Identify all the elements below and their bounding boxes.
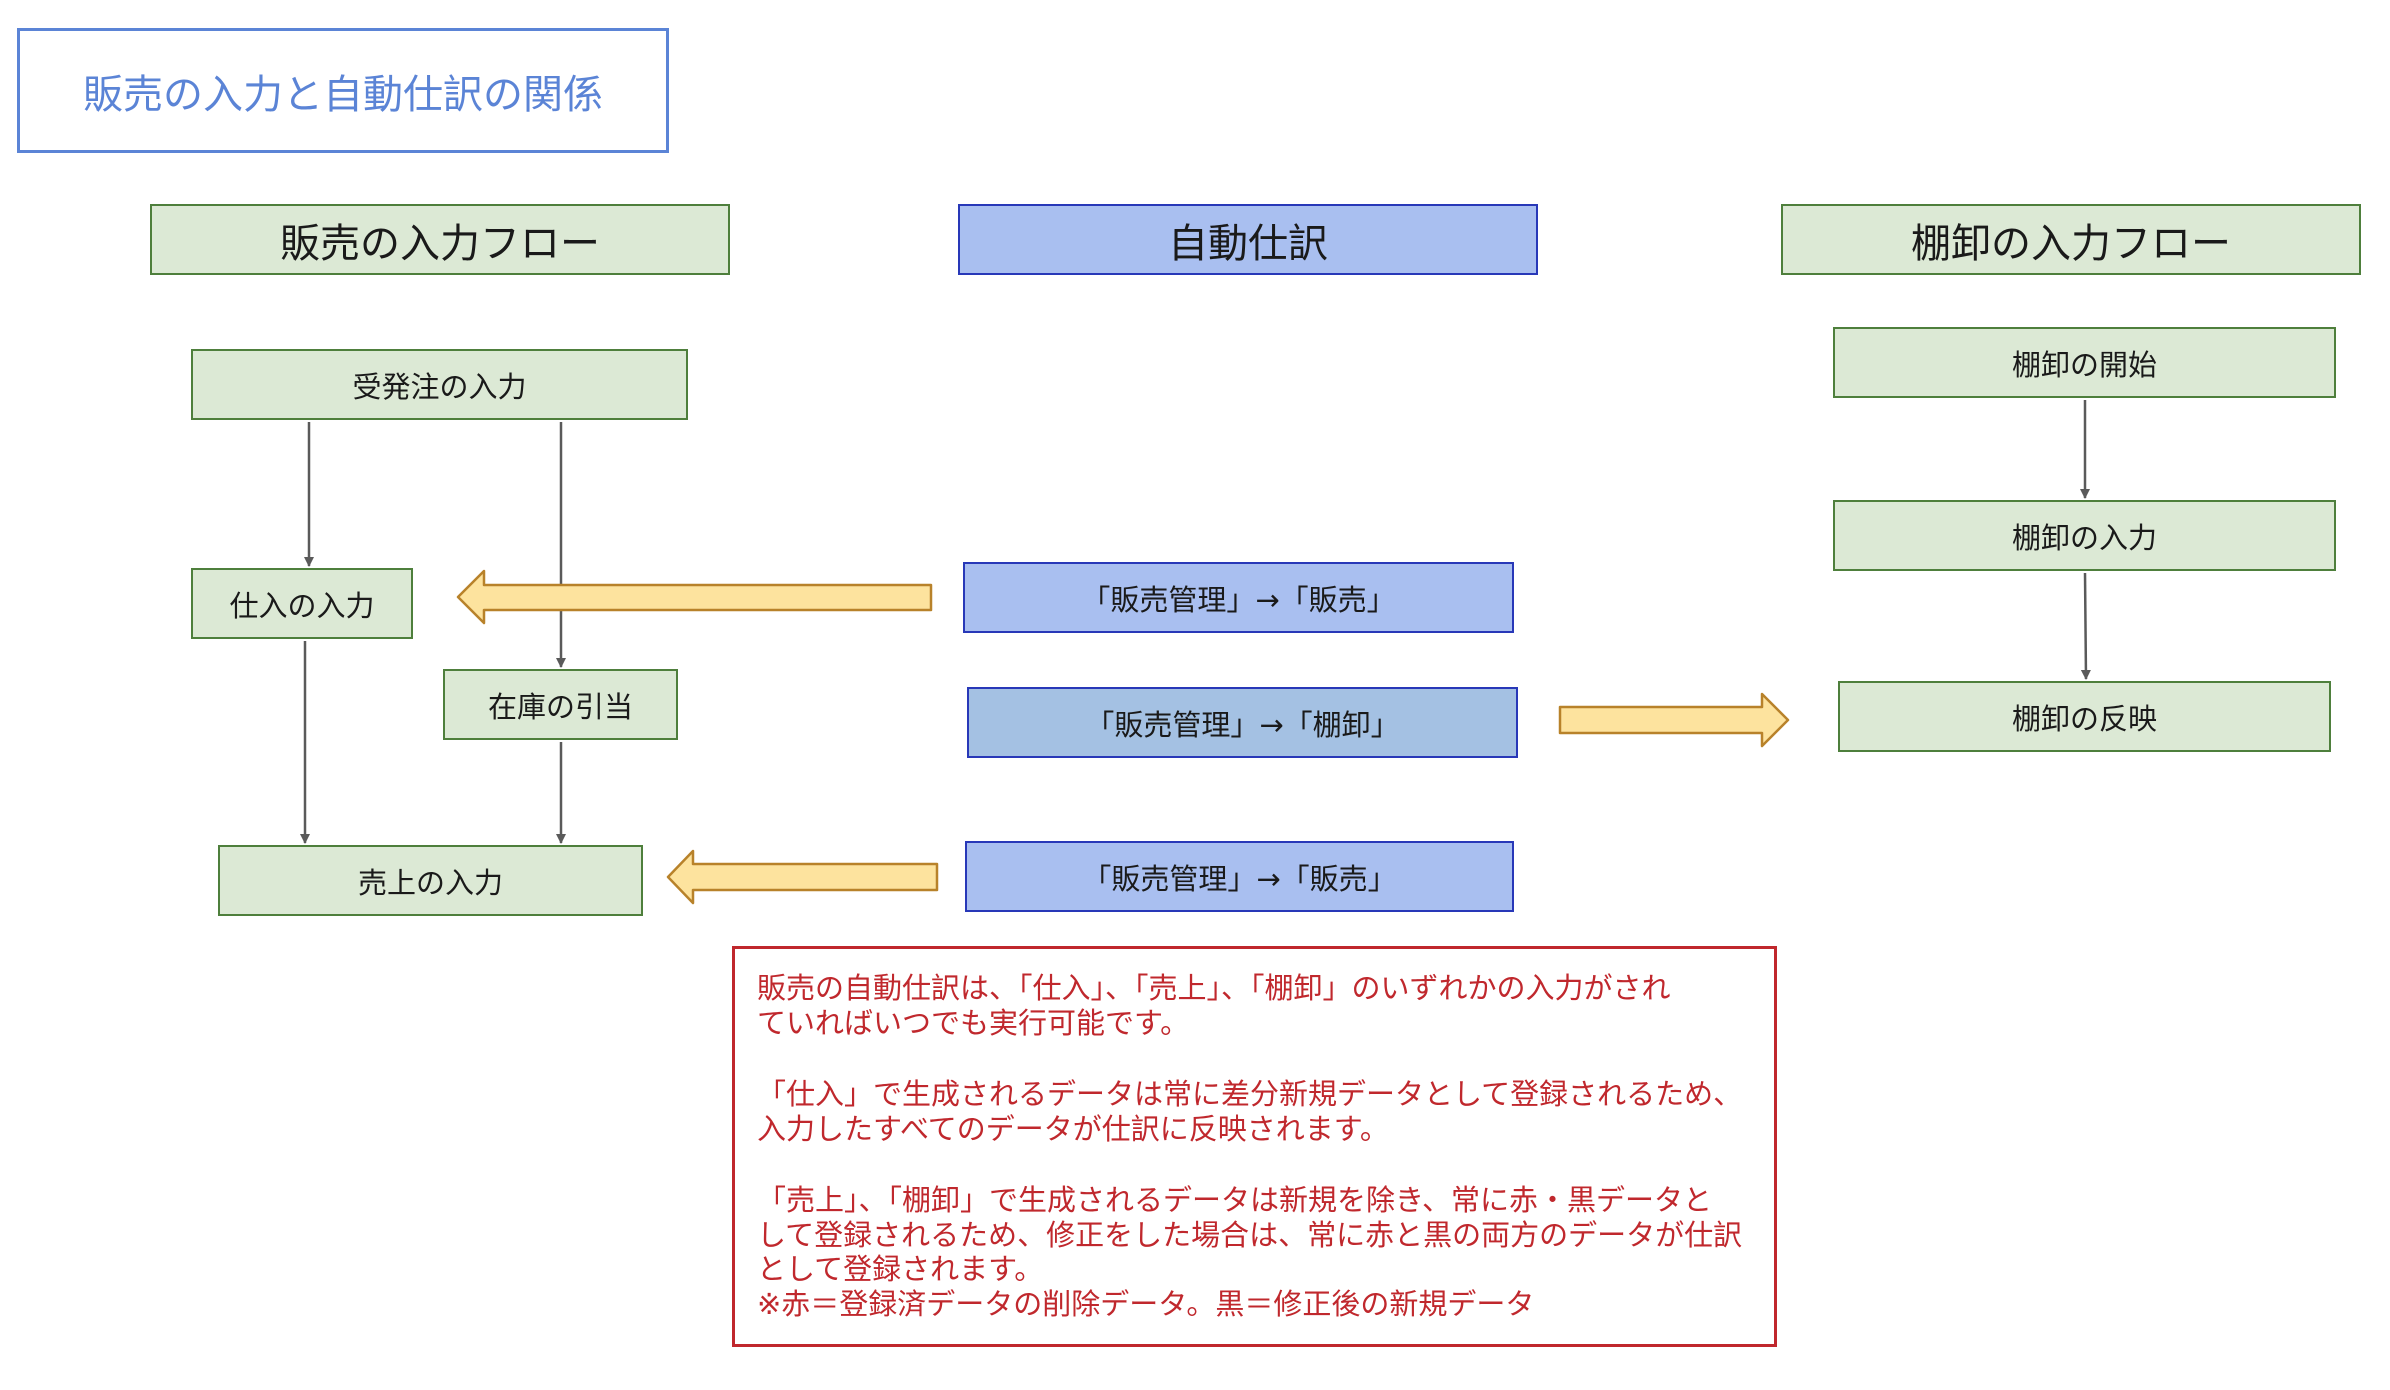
inventory-entry-node: 棚卸の入力 [1833, 500, 2336, 571]
arrow-to-sales [666, 849, 939, 905]
note-line: ※赤＝登録済データの削除データ。黒＝修正後の新規データ [757, 1286, 1535, 1321]
note-line: して登録されるため、修正をした場合は、常に赤と黒の両方のデータが仕訳 [757, 1217, 1743, 1252]
sales-journal-node: 「販売管理」→「販売」 [965, 841, 1514, 912]
note-line: 入力したすべてのデータが仕訳に反映されます。 [757, 1111, 1389, 1146]
stock-allocation-node: 在庫の引当 [443, 669, 678, 740]
inventory-flow-header: 棚卸の入力フロー [1781, 204, 2361, 275]
purchase-journal-node: 「販売管理」→「販売」 [963, 562, 1514, 633]
explanation-note: 販売の自動仕訳は、「仕入」、「売上」、「棚卸」のいずれかの入力がされ ていればい… [732, 946, 1777, 1347]
auto-journal-header: 自動仕訳 [958, 204, 1538, 275]
arrow-to-inventory [1558, 692, 1790, 748]
inventory-start-node: 棚卸の開始 [1833, 327, 2336, 398]
note-line: 「売上」、「棚卸」で生成されるデータは新規を除き、常に赤・黒データと [757, 1183, 1712, 1217]
order-entry-node: 受発注の入力 [191, 349, 688, 420]
inventory-journal-node: 「販売管理」→「棚卸」 [967, 687, 1518, 758]
note-line: 販売の自動仕訳は、「仕入」、「売上」、「棚卸」のいずれかの入力がされ [757, 971, 1671, 1005]
note-line: として登録されます。 [757, 1252, 1044, 1286]
purchase-entry-node: 仕入の入力 [191, 568, 413, 639]
diagram-title: 販売の入力と自動仕訳の関係 [17, 28, 669, 153]
inventory-reflect-node: 棚卸の反映 [1838, 681, 2331, 752]
arrow-to-purchase [456, 569, 933, 625]
sales-flow-header: 販売の入力フロー [150, 204, 730, 275]
sales-entry-node: 売上の入力 [218, 845, 643, 916]
connector-entry-to-reflect [2080, 572, 2091, 680]
note-line: 「仕入」で生成されるデータは常に差分新規データとして登録されるため、 [757, 1077, 1743, 1111]
note-line: ていればいつでも実行可能です。 [757, 1005, 1190, 1040]
